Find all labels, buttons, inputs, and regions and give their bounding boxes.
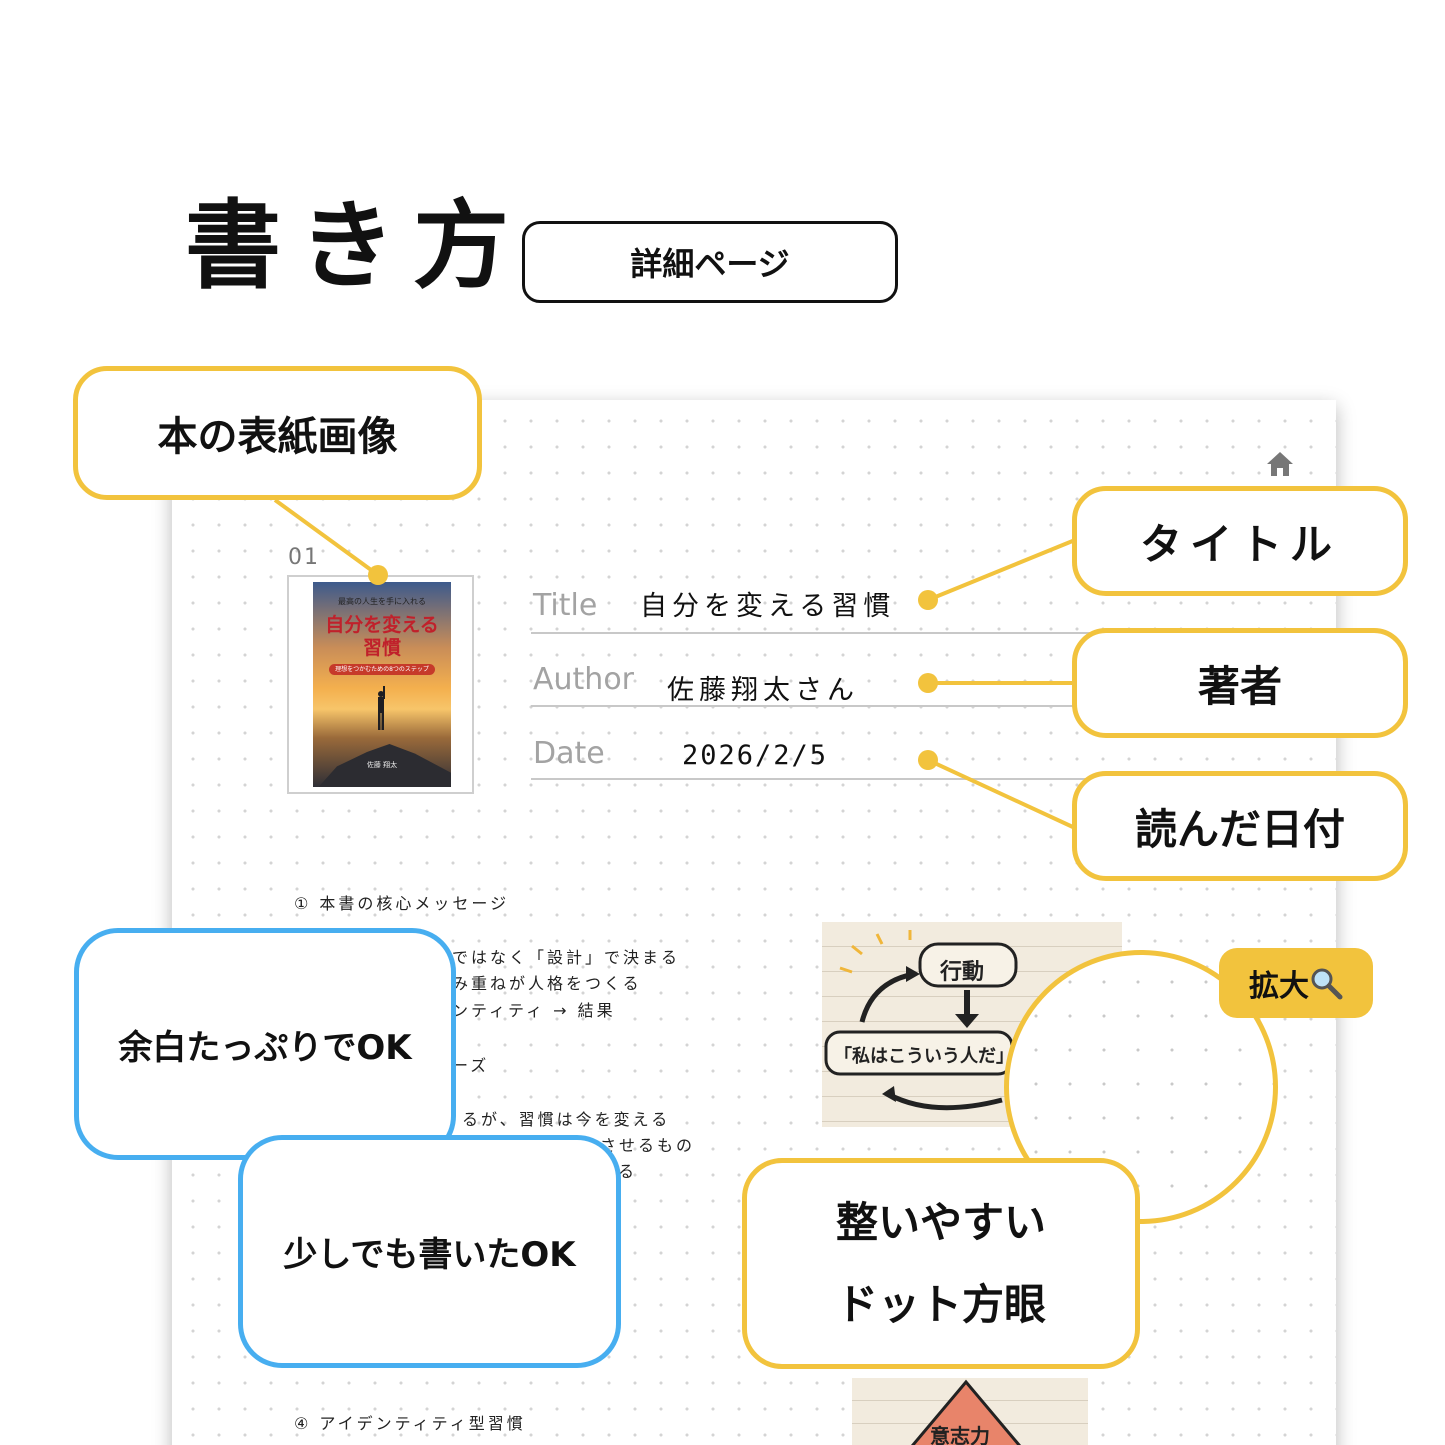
section-4-heading: ④ アイデンティティ型習慣: [294, 1414, 526, 1433]
title-rule: [531, 632, 1111, 634]
section-3-line3: る: [618, 1162, 638, 1181]
callout-title: タイトル: [1072, 486, 1408, 596]
author-rule: [531, 705, 1111, 707]
sketch-willpower-label: 意志力: [930, 1424, 990, 1445]
magnifier-icon: [1311, 968, 1343, 1000]
cover-title: 自分を変える 習慣: [313, 614, 451, 660]
date-rule: [531, 778, 1111, 780]
cover-figure: [378, 686, 385, 730]
callout-whitespace-ok: 余白たっぷりでOK: [74, 928, 456, 1160]
author-value[interactable]: 佐藤翔太さん: [667, 675, 859, 706]
callout-dot-grid: 整いやすい ドット方眼: [742, 1158, 1140, 1369]
sketch-identity-label: 「私はこういう人だ」: [834, 1046, 1014, 1067]
callout-little-ok-text: 少しでも書いたOK: [283, 1235, 576, 1275]
detail-page-label: 詳細ページ: [522, 221, 898, 303]
callout-author-text: 著者: [1197, 661, 1282, 711]
section-1-line2: み重ねが人格をつくる: [452, 974, 642, 993]
home-icon[interactable]: [1266, 451, 1294, 477]
title-value[interactable]: 自分を変える習慣: [640, 591, 896, 622]
callout-cover-image-text: 本の表紙画像: [157, 414, 398, 460]
callout-cover-image: 本の表紙画像: [73, 366, 482, 500]
date-value[interactable]: 2026/2/5: [682, 740, 829, 771]
page-heading: 書き方: [185, 190, 527, 302]
author-label: Author: [533, 662, 635, 697]
cover-title-line2: 習慣: [362, 636, 401, 659]
callout-little-ok: 少しでも書いたOK: [238, 1135, 621, 1368]
callout-dot-grid-text: 整いやすい ドット方眼: [835, 1197, 1046, 1329]
cover-author: 佐藤 翔太: [366, 761, 398, 769]
callout-whitespace-ok-text: 余白たっぷりでOK: [118, 1027, 412, 1068]
section-1-heading: ① 本書の核心メッセージ: [294, 894, 510, 913]
callout-date: 読んだ日付: [1072, 771, 1408, 881]
zoom-badge: 拡大: [1219, 948, 1373, 1018]
callout-title-text: タイトル: [1139, 519, 1340, 569]
section-1-line1: ではなく「設計」で決まる: [452, 948, 681, 967]
date-label: Date: [533, 736, 605, 771]
sketch-action-label: 行動: [940, 960, 985, 985]
willpower-sketch: 意志力: [852, 1378, 1088, 1445]
section-3-line2: させるもの: [600, 1136, 696, 1155]
section-1-line3: ンティティ → 結果: [452, 1001, 616, 1020]
page-number: 01: [288, 545, 320, 570]
dot-grid-magnifier: [1004, 950, 1278, 1224]
book-cover-image: 最高の人生を手に入れる 自分を変える 習慣 理想をつかむための8つのステップ 佐…: [313, 582, 451, 787]
section-3-line1: るが、習慣は今を変える: [462, 1110, 671, 1129]
cover-tagline: 理想をつかむための8つのステップ: [329, 664, 435, 675]
section-2-fragment: ーズ: [452, 1056, 490, 1075]
callout-author: 著者: [1072, 628, 1408, 738]
cover-subtitle: 最高の人生を手に入れる: [338, 597, 426, 606]
cover-title-line1: 自分を変える: [325, 614, 439, 636]
zoom-label: 拡大: [1249, 969, 1309, 1004]
title-label: Title: [533, 588, 598, 623]
callout-date-text: 読んだ日付: [1134, 804, 1345, 854]
